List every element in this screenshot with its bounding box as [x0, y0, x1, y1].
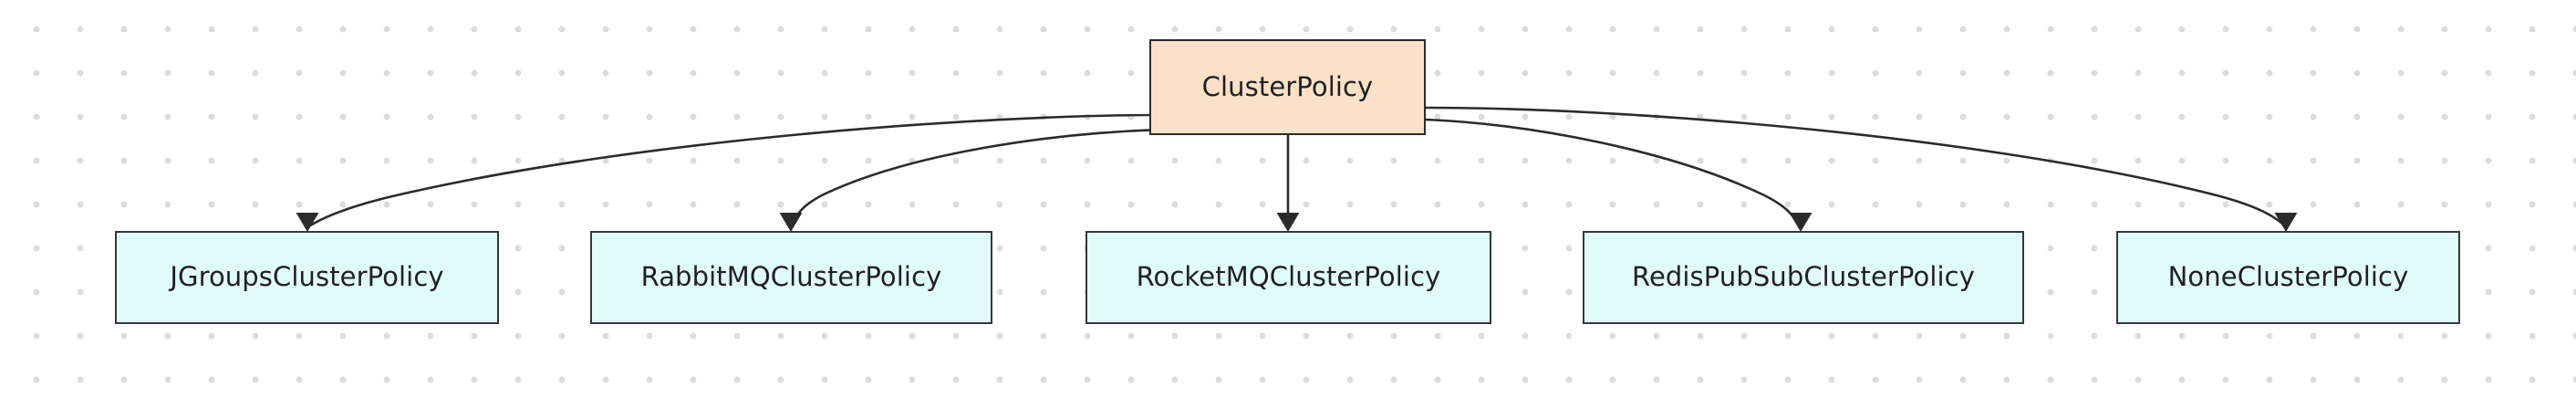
node-rabbitmq-cluster-policy[interactable]: RabbitMQClusterPolicy [590, 231, 992, 324]
edge-line [1424, 118, 1801, 227]
node-none-cluster-policy[interactable]: NoneClusterPolicy [2116, 231, 2460, 324]
edge-line [790, 128, 1162, 227]
node-label: JGroupsClusterPolicy [170, 261, 444, 293]
node-rocketmq-cluster-policy[interactable]: RocketMQClusterPolicy [1085, 231, 1491, 324]
node-jgroups-cluster-policy[interactable]: JGroupsClusterPolicy [115, 231, 499, 324]
node-label: RedisPubSubClusterPolicy [1632, 261, 1975, 293]
node-label: ClusterPolicy [1201, 70, 1374, 102]
edge-line [308, 113, 1162, 227]
arrowhead-icon [2274, 213, 2298, 232]
arrowhead-icon [1789, 213, 1813, 232]
edge-line [1424, 106, 2286, 227]
node-label: NoneClusterPolicy [2167, 261, 2409, 293]
arrowhead-icon [1276, 213, 1300, 232]
node-redispubsub-cluster-policy[interactable]: RedisPubSubClusterPolicy [1583, 231, 2024, 324]
arrowhead-icon [779, 213, 803, 232]
node-label: RabbitMQClusterPolicy [640, 261, 942, 293]
node-cluster-policy[interactable]: ClusterPolicy [1149, 39, 1426, 135]
node-label: RocketMQClusterPolicy [1136, 261, 1441, 293]
arrowhead-icon [296, 213, 319, 232]
